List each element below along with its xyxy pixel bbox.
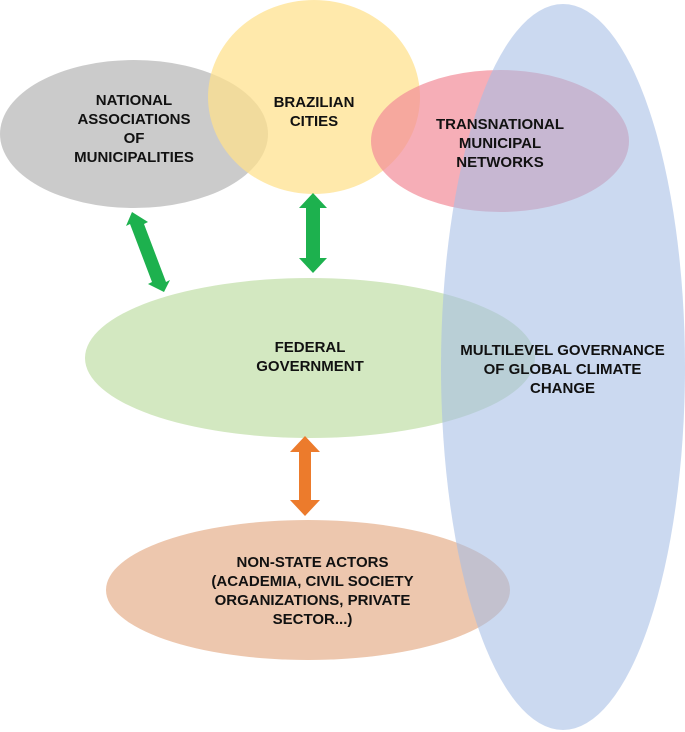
non-state-actors-label: NON-STATE ACTORS (ACADEMIA, CIVIL SOCIET… <box>211 554 414 628</box>
national-associations-ellipse <box>0 60 268 208</box>
non-state-actors-ellipse <box>106 520 510 660</box>
brazilian-cities-label: BRAZILIAN CITIES <box>273 94 355 130</box>
brazilian-cities-ellipse <box>208 0 420 194</box>
multilevel-governance-ellipse <box>441 4 685 730</box>
federal-government-label: FEDERAL GOVERNMENT <box>256 339 364 375</box>
multilevel-governance-label: MULTILEVEL GOVERNANCE OF GLOBAL CLIMATE … <box>460 342 665 397</box>
national-federal-arrow <box>126 212 170 292</box>
federal-government-ellipse <box>85 278 535 438</box>
national-associations-label: NATIONAL ASSOCIATIONS OF MUNICIPALITIES <box>74 92 194 166</box>
federal-nonstate-arrow <box>290 436 320 516</box>
cities-federal-arrow <box>299 193 327 273</box>
transnational-networks-label: TRANSNATIONAL MUNICIPAL NETWORKS <box>435 116 565 171</box>
